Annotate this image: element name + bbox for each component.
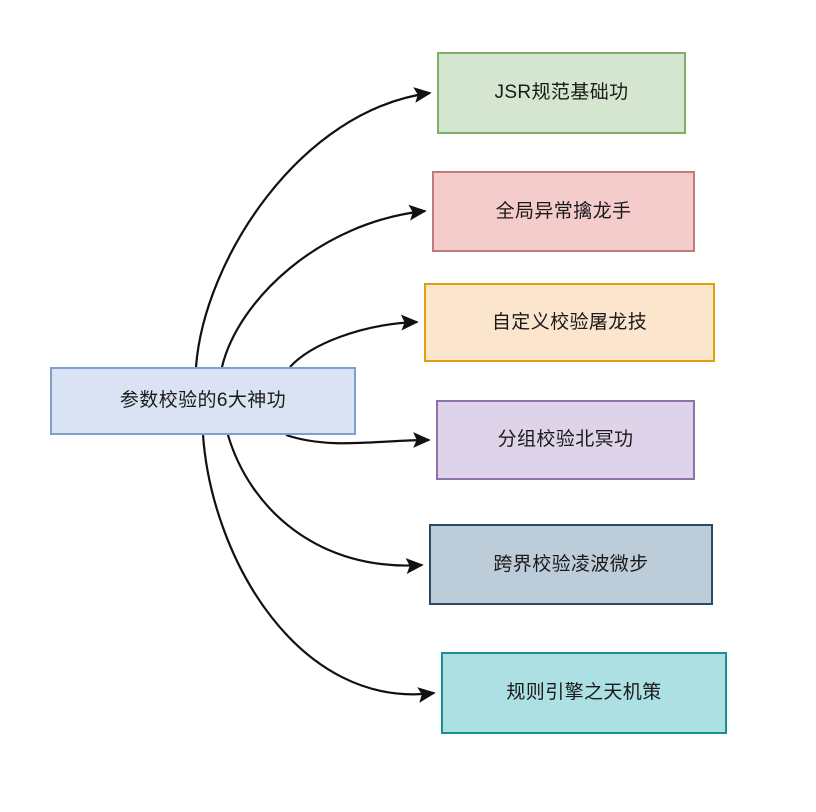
node-rule-engine[interactable]: 规则引擎之天机策 [441, 652, 727, 734]
node-root-label: 参数校验的6大神功 [119, 390, 287, 412]
node-jsr-spec[interactable]: JSR规范基础功 [437, 52, 686, 134]
node-root[interactable]: 参数校验的6大神功 [50, 367, 356, 435]
edge-root-to-group-validation [285, 432, 431, 448]
node-global-exception[interactable]: 全局异常擒龙手 [432, 171, 695, 252]
node-jsr-spec-label: JSR规范基础功 [494, 82, 629, 104]
edge-root-to-custom-validator [289, 314, 419, 368]
edge-root-to-rule-engine [201, 434, 436, 703]
node-group-validation[interactable]: 分组校验北冥功 [436, 400, 695, 480]
edge-root-to-jsr [194, 87, 432, 368]
node-custom-validator-label: 自定义校验屠龙技 [491, 311, 648, 333]
node-cross-field-validation[interactable]: 跨界校验凌波微步 [429, 524, 713, 605]
node-global-exception-label: 全局异常擒龙手 [495, 200, 632, 222]
node-cross-field-validation-label: 跨界校验凌波微步 [493, 553, 649, 575]
node-custom-validator[interactable]: 自定义校验屠龙技 [424, 283, 715, 362]
node-rule-engine-label: 规则引擎之天机策 [506, 682, 662, 704]
node-group-validation-label: 分组校验北冥功 [497, 429, 634, 451]
edge-root-to-global-exception [220, 204, 427, 368]
edge-root-to-cross-field [226, 434, 424, 574]
